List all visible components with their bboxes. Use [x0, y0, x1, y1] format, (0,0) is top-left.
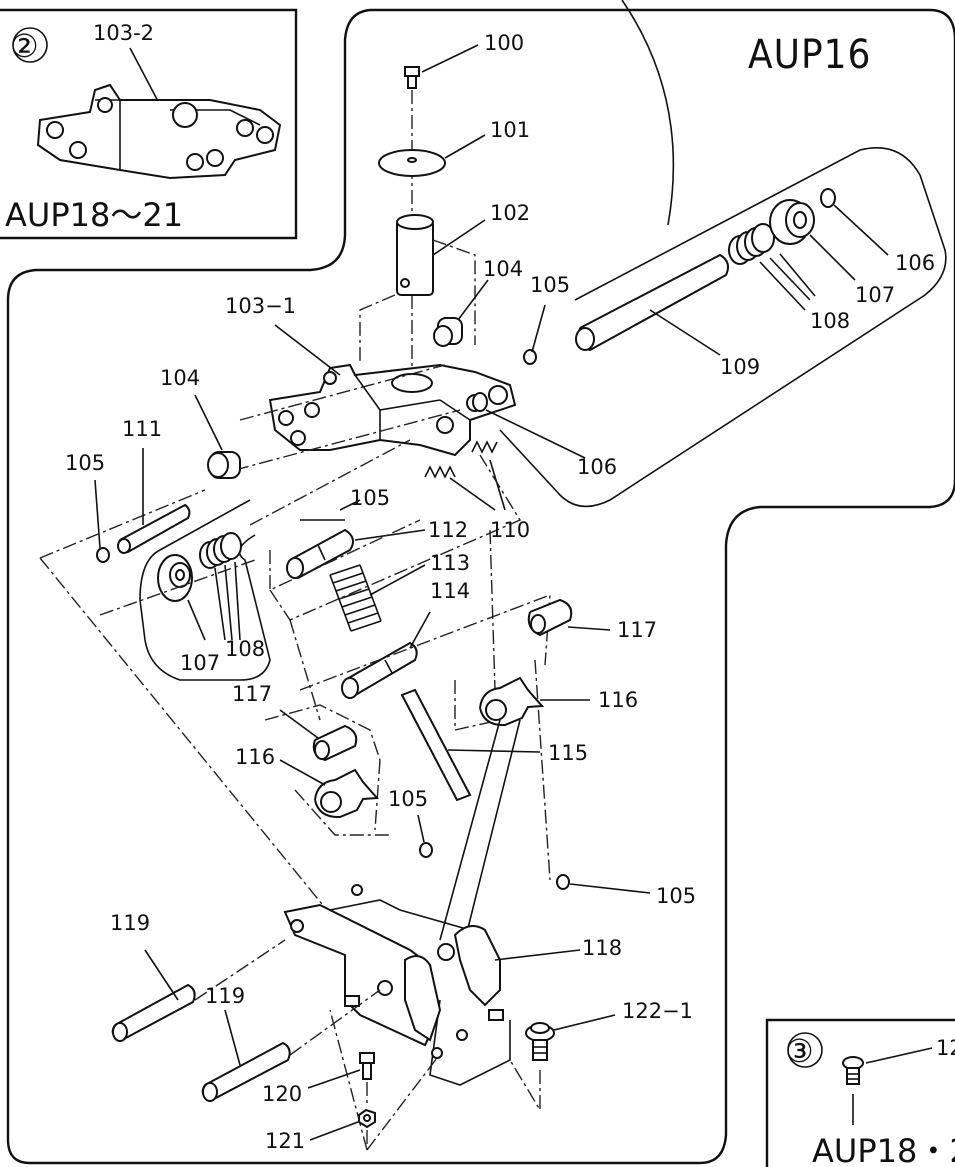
label-121: 121 [265, 1129, 305, 1153]
bushing-102 [396, 214, 434, 296]
inset-2-caption: AUP18〜21 [5, 196, 183, 234]
label-119-upper: 119 [110, 911, 150, 935]
inset-3-part-label: 12 [936, 1036, 955, 1060]
label-113: 113 [430, 551, 470, 575]
label-116-right: 116 [598, 688, 638, 712]
arm-116-left [314, 768, 380, 819]
arm-116-right [479, 676, 545, 727]
inset-2-part-label: 103-2 [93, 21, 154, 45]
washer-101 [378, 149, 446, 177]
label-117-left: 117 [232, 682, 272, 706]
label-118: 118 [582, 936, 622, 960]
ring-106-mid [472, 392, 488, 412]
pin-111 [117, 503, 191, 554]
label-105-lower-right: 105 [656, 884, 696, 908]
label-115: 115 [548, 741, 588, 765]
pin-114 [341, 641, 418, 699]
label-108-left: 108 [225, 637, 265, 661]
label-105-lower-mid: 105 [388, 787, 428, 811]
ring-105-top [523, 349, 537, 365]
ring-106-right [820, 188, 836, 208]
subassembly-outline-107 [139, 499, 271, 681]
inset-2-number: ② [10, 27, 39, 65]
label-100: 100 [484, 31, 524, 55]
base-bracket-118 [283, 884, 511, 1086]
screw-120 [359, 1052, 375, 1080]
pin-119-lower [201, 1041, 291, 1102]
label-105-left: 105 [65, 451, 105, 475]
label-102: 102 [490, 201, 530, 225]
label-104-top: 104 [483, 257, 523, 281]
model-title: AUP16 [748, 32, 871, 78]
label-109: 109 [720, 355, 760, 379]
inset-2: ② 103-2 AUP18〜21 [5, 21, 282, 234]
spring-110 [424, 440, 498, 479]
label-119-lower: 119 [205, 984, 245, 1008]
label-111: 111 [122, 417, 162, 441]
label-122-1: 122−1 [622, 999, 693, 1023]
roller-107-top [769, 199, 815, 245]
label-105-top: 105 [530, 273, 570, 297]
label-104-left: 104 [160, 366, 200, 390]
label-120: 120 [262, 1082, 302, 1106]
nut-121 [358, 1108, 376, 1129]
label-107-left: 107 [180, 651, 220, 675]
inset-3-number: ③ [785, 1032, 814, 1070]
label-106-right: 106 [895, 251, 935, 275]
bushing-117-right [527, 598, 573, 637]
pin-109 [575, 253, 729, 352]
label-108-top: 108 [810, 309, 850, 333]
spring-113 [329, 564, 382, 632]
screw-inset-3 [842, 1056, 864, 1085]
top-arc [621, 0, 675, 226]
screw-100 [404, 66, 420, 89]
label-101: 101 [490, 118, 530, 142]
inset-2-number-circle [12, 27, 48, 63]
label-112: 112 [428, 518, 468, 542]
inset-3-number-circle [787, 1032, 823, 1068]
spring-108-top [728, 223, 775, 265]
rod-115 [400, 688, 472, 802]
label-105-mid: 105 [350, 486, 390, 510]
main-panel-border [6, 8, 955, 1165]
inset-3: ③ 12 AUP18・20 [785, 1032, 955, 1167]
inset-2-border [0, 8, 298, 240]
label-114: 114 [430, 579, 470, 603]
roller-107-left [157, 554, 193, 602]
label-117-right: 117 [617, 618, 657, 642]
collar-104-top [433, 317, 463, 347]
spring-108-left [199, 532, 242, 569]
inset-3-caption: AUP18・20 [812, 1132, 955, 1167]
bracket-103-2 [36, 83, 282, 180]
ring-105-lower-mid [419, 842, 433, 858]
label-116-left: 116 [235, 745, 275, 769]
bushing-117-left [312, 724, 358, 762]
label-103-1: 103−1 [225, 294, 296, 318]
label-106-mid: 106 [577, 455, 617, 479]
callout-labels: 100 101 102 104 105 103−1 106 107 108 10… [65, 31, 935, 1153]
pin-119-upper [111, 983, 196, 1042]
inset-3-border [765, 1018, 955, 1167]
ring-105-left [96, 547, 110, 563]
collar-104-left [207, 451, 241, 479]
label-110: 110 [490, 518, 530, 542]
ring-105-lower-right [556, 874, 570, 890]
plunger-112 [286, 528, 355, 580]
subassembly-outline-109 [499, 146, 947, 508]
label-107-top: 107 [855, 283, 895, 307]
screw-122-1 [525, 1022, 555, 1061]
